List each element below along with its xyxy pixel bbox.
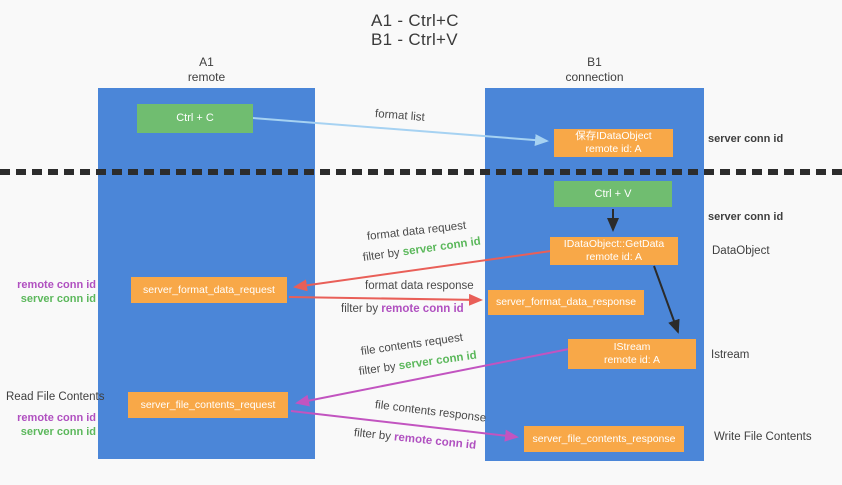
- column-header-a1: A1 remote: [98, 55, 315, 85]
- node-save-idataobject-line2: remote id: A: [585, 143, 642, 155]
- remote-conn-id-text: remote conn id: [393, 431, 477, 452]
- column-b1-id: B1: [587, 55, 602, 69]
- node-format-response-label: server_format_data_response: [495, 296, 637, 308]
- node-file-request-label: server_file_contents_request: [140, 398, 276, 411]
- label-read-file-contents: Read File Contents: [6, 391, 105, 403]
- label-write-file-contents: Write File Contents: [714, 431, 812, 443]
- server-conn-id-text: server conn id: [402, 235, 482, 259]
- filter-by-text: filter by: [353, 427, 395, 444]
- node-ctrl-v-label: Ctrl + V: [594, 187, 632, 200]
- label-filter-format-response: filter by remote conn id: [341, 303, 464, 315]
- title-line-1: A1 - Ctrl+C: [371, 11, 459, 30]
- column-b1-subtitle: connection: [565, 70, 624, 84]
- node-server-format-data-request: server_format_data_request: [131, 277, 287, 303]
- dotted-separator: [0, 169, 842, 175]
- label-server-conn-id-mid: server conn id: [708, 211, 784, 223]
- node-ctrl-v: Ctrl + V: [554, 181, 672, 207]
- label-dataobject: DataObject: [712, 245, 770, 257]
- node-file-response-label: server_file_contents_response: [532, 432, 676, 445]
- column-a1-subtitle: remote: [187, 70, 226, 84]
- label-server-conn-id: server conn id: [20, 293, 96, 305]
- title-line-2: B1 - Ctrl+V: [371, 30, 458, 49]
- filter-by-text: filter by: [358, 360, 400, 378]
- node-format-request-label: server_format_data_request: [143, 283, 275, 296]
- filter-by-text: filter by: [362, 246, 404, 264]
- server-conn-id-text: server conn id: [398, 349, 478, 373]
- column-a1-id: A1: [199, 55, 214, 69]
- label-server-conn-id: server conn id: [20, 426, 96, 438]
- node-idataobject-getdata: IDataObject::GetData remote id: A: [550, 237, 678, 265]
- label-remote-conn-id: remote conn id: [17, 412, 96, 424]
- node-istream: IStream remote id: A: [568, 339, 696, 369]
- node-save-idataobject-line1: 保存IDataObject: [575, 130, 652, 142]
- node-save-idataobject: 保存IDataObject remote id: A: [554, 129, 673, 157]
- label-filter-file-response: filter by remote conn id: [353, 427, 476, 452]
- label-format-list: format list: [374, 108, 426, 124]
- conn-id-pair-file: remote conn id server conn id: [10, 411, 96, 439]
- arrow-format-data-response: [288, 293, 483, 306]
- filter-by-text: filter by: [341, 303, 382, 315]
- conn-id-pair-format: remote conn id server conn id: [10, 278, 96, 306]
- node-getdata-line2: remote id: A: [585, 251, 643, 263]
- label-server-conn-id-top: server conn id: [708, 133, 784, 145]
- label-format-data-response: format data response: [365, 280, 474, 292]
- remote-conn-id-text: remote conn id: [381, 303, 464, 315]
- node-server-file-contents-response: server_file_contents_response: [524, 426, 684, 452]
- diagram-title: A1 - Ctrl+C B1 - Ctrl+V: [371, 11, 459, 49]
- node-getdata-line1: IDataObject::GetData: [563, 238, 665, 250]
- node-ctrl-c: Ctrl + C: [137, 104, 253, 133]
- label-file-contents-response: file contents response: [374, 399, 487, 425]
- node-istream-line2: remote id: A: [603, 354, 661, 366]
- column-header-b1: B1 connection: [485, 55, 704, 85]
- label-remote-conn-id: remote conn id: [17, 279, 96, 291]
- node-server-format-data-response: server_format_data_response: [488, 290, 644, 315]
- label-istream: Istream: [711, 349, 750, 361]
- node-server-file-contents-request: server_file_contents_request: [128, 392, 288, 418]
- node-istream-line1: IStream: [613, 341, 651, 353]
- node-ctrl-c-label: Ctrl + C: [176, 112, 214, 124]
